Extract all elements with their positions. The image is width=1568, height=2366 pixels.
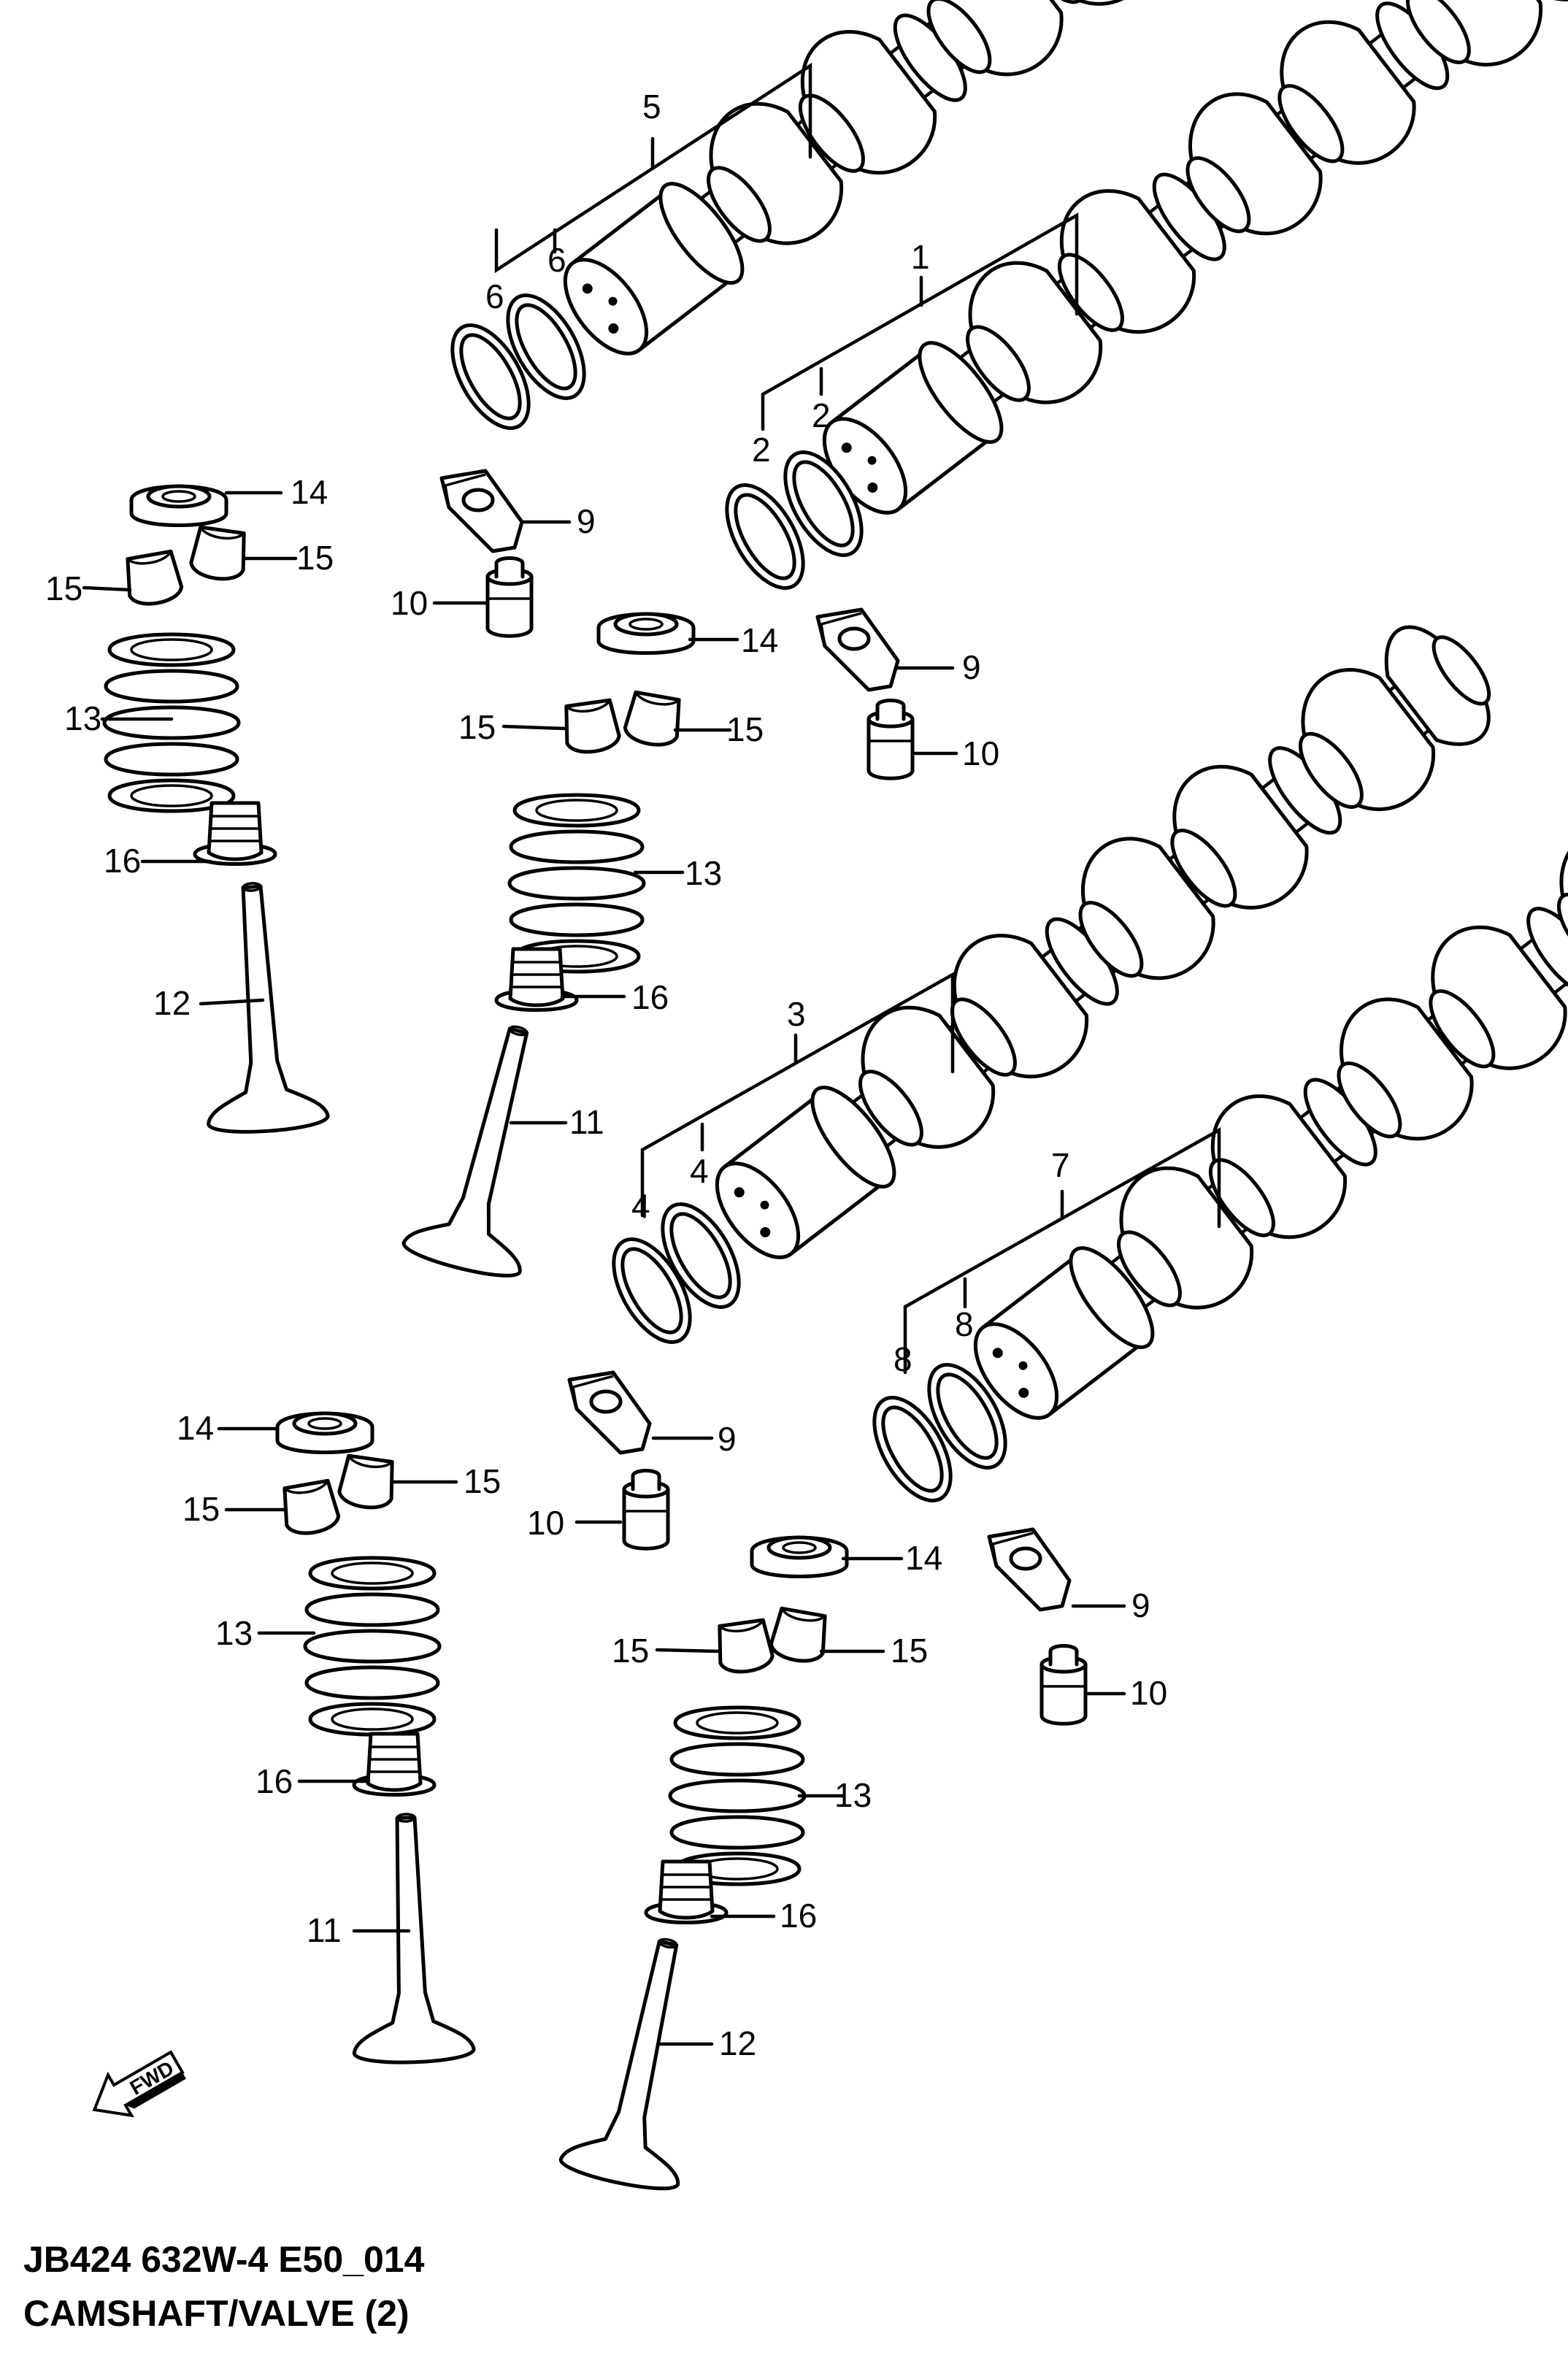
callout-9: 9 [1131,1586,1150,1624]
callout-14: 14 [177,1409,214,1447]
callout-4: 4 [690,1152,709,1190]
callout-10: 10 [962,734,999,772]
callout-10: 10 [1130,1674,1167,1712]
callout-6: 6 [547,241,566,279]
callout-9: 9 [718,1420,737,1458]
callout-16: 16 [780,1897,817,1935]
callout-2: 2 [812,396,831,434]
callout-15: 15 [891,1632,928,1670]
rocker-arm-9 [989,1529,1069,1610]
callout-16: 16 [255,1762,293,1800]
callout-15: 15 [458,708,496,746]
lash-adjuster-10 [624,1471,668,1549]
fwd-arrow-icon: FWD [92,2050,186,2118]
callout-13: 13 [215,1614,253,1652]
callout-2: 2 [752,431,771,469]
camshaft-3 [686,597,1518,1285]
rocker-arm-9 [818,610,898,690]
callout-12: 12 [153,984,191,1022]
callout-11: 11 [569,1103,604,1141]
lash-adjuster-10 [869,701,912,779]
callout-14: 14 [905,1539,942,1577]
callout-4: 4 [631,1187,650,1225]
callout-11: 11 [307,1911,342,1949]
callout-13: 13 [685,854,722,892]
lash-adjuster-10 [488,558,531,637]
callout-9: 9 [962,648,981,686]
callout-8: 8 [955,1305,974,1343]
lash-adjuster-10 [1042,1646,1085,1724]
callout-1: 1 [911,238,930,276]
callout-15: 15 [612,1632,649,1670]
valve-assembly-lower-middle [558,1537,847,2195]
rocker-arm-9 [442,471,522,551]
callout-6: 6 [485,277,504,315]
callout-9: 9 [577,502,596,540]
callout-13: 13 [64,699,101,737]
callout-5: 5 [642,88,661,126]
callout-10: 10 [391,584,428,622]
callout-15: 15 [296,539,334,577]
callout-16: 16 [631,978,669,1016]
valve-assembly-upper-middle [401,614,693,1283]
valve-assembly-upper-left [104,486,328,1135]
callout-15: 15 [726,710,764,748]
callout-3: 3 [787,995,806,1033]
callout-15: 15 [182,1490,220,1528]
callout-12: 12 [719,2024,756,2062]
callout-10: 10 [527,1504,564,1542]
callout-15: 15 [464,1462,501,1500]
callout-13: 13 [834,1776,872,1814]
callout-15: 15 [45,569,82,607]
callout-14: 14 [741,621,778,659]
diagram-code: JB424 632W-4 E50_014 [23,2239,425,2280]
callout-14: 14 [291,473,328,511]
diagram-title: CAMSHAFT/VALVE (2) [23,2293,410,2334]
callout-8: 8 [893,1340,912,1378]
valve-assembly-lower-left [277,1413,474,2065]
callout-7: 7 [1051,1146,1070,1184]
rocker-arm-9 [569,1372,650,1453]
callout-16: 16 [104,842,141,880]
